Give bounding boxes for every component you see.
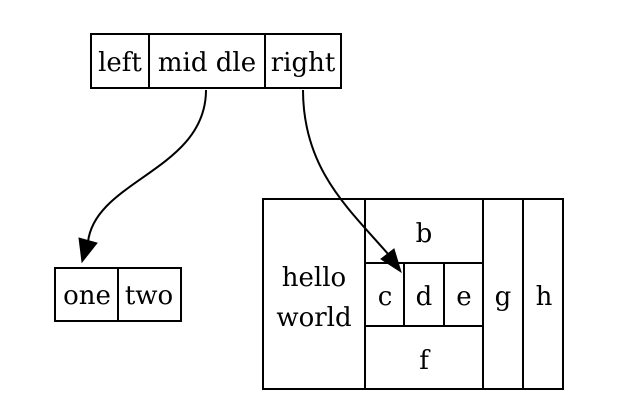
struct1-record: left mid dle right bbox=[90, 33, 342, 89]
struct1-middle-label: mid dle bbox=[158, 48, 256, 78]
struct1-outline bbox=[90, 33, 342, 89]
struct2-record: one two bbox=[54, 267, 182, 322]
struct3-g-label: g bbox=[495, 282, 512, 312]
struct3-b-label: b bbox=[416, 219, 433, 249]
edge-middle-to-one bbox=[87, 89, 207, 243]
struct2-one-label: one bbox=[63, 281, 111, 311]
struct2-two-label: two bbox=[125, 281, 173, 311]
edge-right-to-d-arrowhead bbox=[380, 248, 402, 274]
struct3-outline bbox=[262, 198, 564, 390]
edge-right-to-d bbox=[302, 89, 389, 255]
edge-middle-to-one-arrowhead bbox=[78, 237, 98, 264]
struct3-h-label: h bbox=[536, 282, 553, 312]
edges bbox=[78, 89, 402, 274]
struct3-e-label: e bbox=[456, 282, 471, 312]
struct1-right-label: right bbox=[271, 48, 336, 78]
struct1-left-label: left bbox=[98, 48, 142, 78]
struct3-c-label: c bbox=[378, 282, 393, 312]
struct3-record: hello world b c d e f g h bbox=[262, 198, 564, 390]
struct3-world-label: world bbox=[276, 303, 351, 333]
struct3-f-label: f bbox=[419, 346, 431, 376]
struct3-d-label: d bbox=[416, 282, 433, 312]
struct3-hello-label: hello bbox=[282, 263, 346, 293]
